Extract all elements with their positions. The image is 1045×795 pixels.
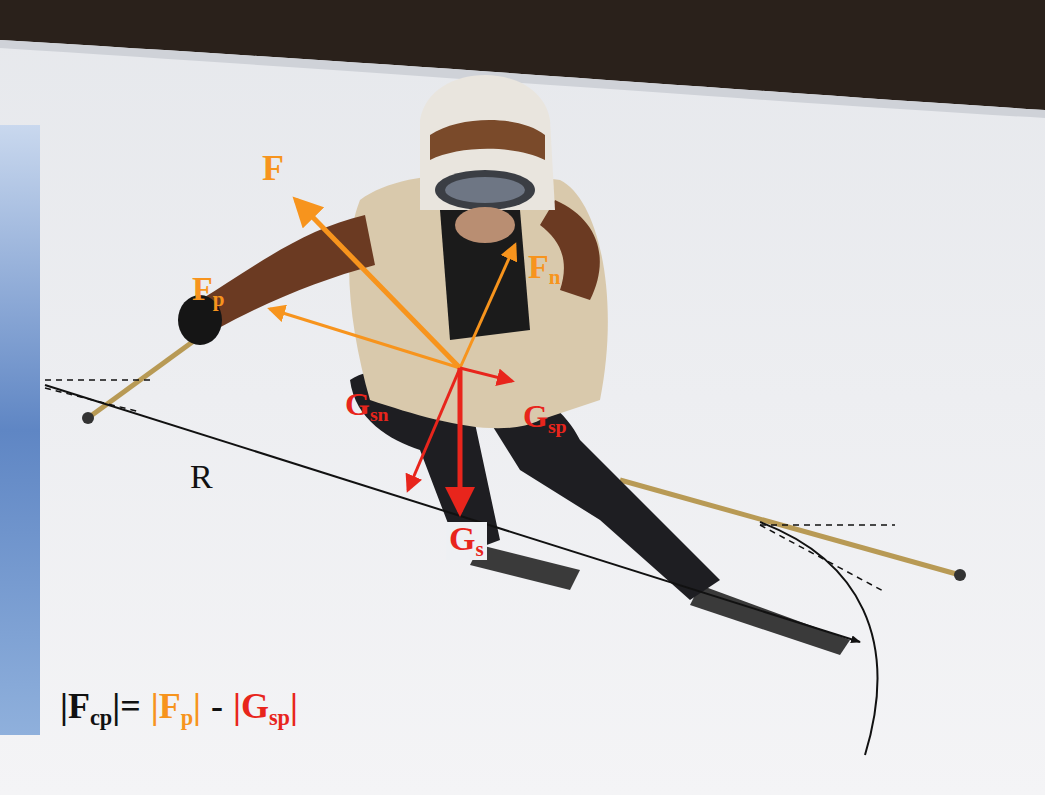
force-label: Gsn	[345, 388, 389, 425]
formula-term: |Gsp|	[233, 688, 298, 729]
force-label: Gsp	[523, 400, 567, 437]
radius-label: R	[190, 460, 213, 494]
force-label: F	[262, 150, 284, 186]
force-label: Fn	[528, 250, 561, 288]
force-label: Fp	[192, 272, 225, 310]
formula-term: |Fcp|=	[60, 688, 141, 729]
formula-term: -	[211, 688, 223, 724]
formula-term: |Fp|	[151, 688, 201, 729]
force-label: Gs	[446, 522, 487, 560]
formula: |Fcp|=|Fp|-|Gsp|	[60, 688, 298, 729]
